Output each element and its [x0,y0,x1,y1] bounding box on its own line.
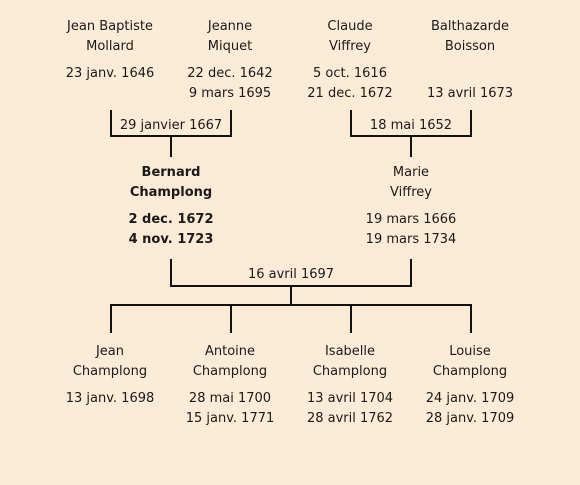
person-death-date: 13 avril 1673 [426,86,514,101]
person-first-name: Jeanne [207,19,253,34]
person-birth-date: 13 avril 1704 [306,391,394,406]
person-death-date [50,84,170,104]
person-last-name: Champlong [192,364,268,379]
person-birth-date: 22 dec. 1642 [187,66,273,81]
person-first-name: Claude [327,19,373,34]
marriage-date-maternal: 18 mai 1652 [365,118,457,134]
person-birth-date: 13 janv. 1698 [65,391,155,406]
person-first-name: Isabelle [324,344,376,359]
person-last-name: Miquet [207,39,253,54]
person-last-name: Mollard [86,39,134,54]
person-last-name: Champlong [432,364,508,379]
person-birth-date: 23 janv. 1646 [65,66,155,81]
person-death-date: 9 mars 1695 [188,86,272,101]
person-last-name: Champlong [72,364,148,379]
person-death-date [50,409,170,429]
marriage-date-parents: 16 avril 1697 [243,267,339,283]
person-first-name: Bernard [141,165,201,180]
person-birth-date: 28 mai 1700 [188,391,272,406]
person-last-name: Champlong [129,185,213,200]
person-first-name: Jean [95,344,125,359]
person-first-name: Louise [449,344,491,359]
person-birth-date: 5 oct. 1616 [313,66,387,81]
person-last-name: Viffrey [390,185,432,200]
person-first-name: Marie [392,165,430,180]
person-last-name: Champlong [312,364,388,379]
person-birth-date: 24 janv. 1709 [425,391,515,406]
person-death-date: 19 mars 1734 [365,232,457,247]
person-first-name: Balthazarde [431,19,509,34]
person-death-date: 28 janv. 1709 [425,411,515,426]
person-first-name: Jean Baptiste [67,19,153,34]
person-birth-date: 19 mars 1666 [365,212,457,227]
marriage-date-paternal: 29 janvier 1667 [115,118,227,134]
person-death-date: 28 avril 1762 [306,411,394,426]
person-birth-date [410,64,530,84]
person-last-name: Viffrey [329,39,371,54]
person-death-date: 15 janv. 1771 [185,411,275,426]
person-death-date: 4 nov. 1723 [128,232,214,247]
person-birth-date: 2 dec. 1672 [128,212,214,227]
person-death-date: 21 dec. 1672 [307,86,393,101]
person-last-name: Boisson [444,39,496,54]
person-first-name: Antoine [204,344,256,359]
